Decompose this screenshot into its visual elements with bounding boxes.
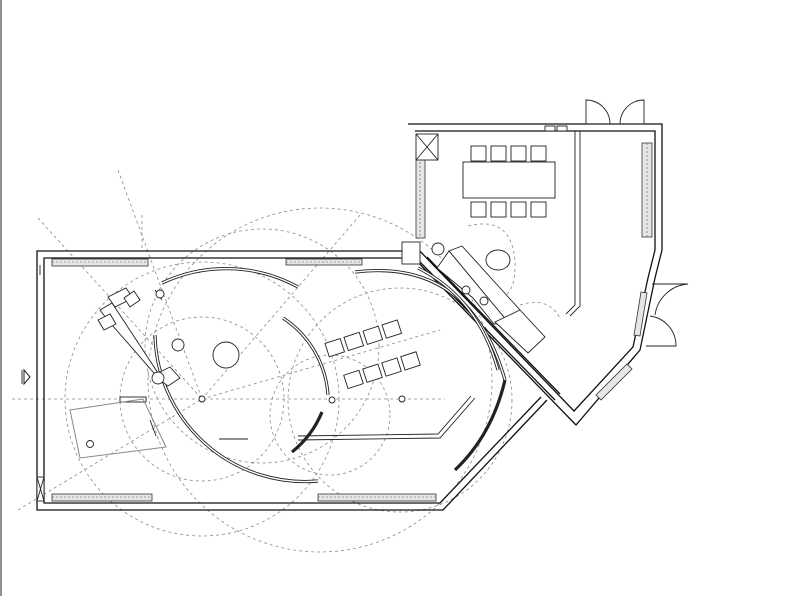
seating-blocks xyxy=(324,319,421,390)
exterior-walls xyxy=(36,123,663,511)
column xyxy=(401,241,421,265)
triangle-arrow-right-icon xyxy=(23,368,31,386)
double-door-right[interactable] xyxy=(646,283,689,347)
radius-guides xyxy=(64,207,561,553)
entrance-door[interactable] xyxy=(36,265,45,502)
storage-cabinet xyxy=(415,125,568,161)
lounge-sofa xyxy=(431,242,546,354)
projection-area xyxy=(69,398,167,459)
curved-display-walls xyxy=(149,266,507,484)
left-room-furniture xyxy=(69,287,406,459)
meeting-table-set xyxy=(462,145,556,218)
double-door-top[interactable] xyxy=(585,99,645,125)
sightline-guides xyxy=(12,169,445,511)
wall-shelves xyxy=(51,142,653,502)
partition-wall xyxy=(565,131,581,317)
